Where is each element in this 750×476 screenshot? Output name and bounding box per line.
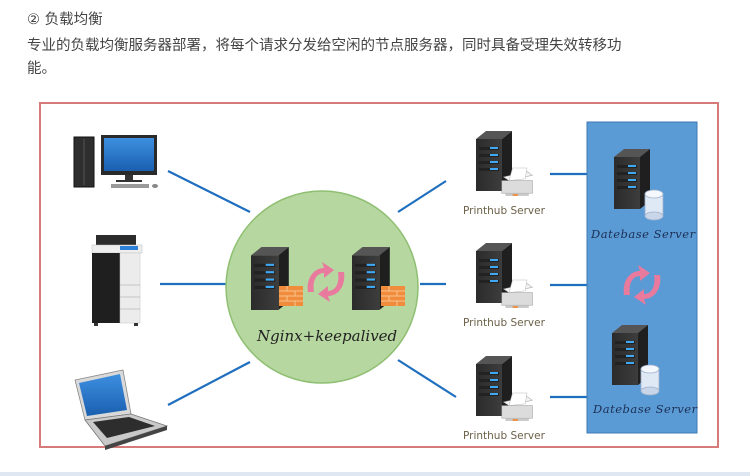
database-panel: Datebase Server Datebase Server <box>586 121 699 434</box>
cluster-circle <box>225 190 419 384</box>
connector-laptop <box>167 361 251 406</box>
diagram-frame <box>39 102 719 448</box>
database-server-label: Datebase Server <box>592 402 699 416</box>
connector-desktop <box>167 170 251 213</box>
printhub-server-2: Printhub Server <box>463 243 546 329</box>
connector-printhub-3 <box>397 359 457 398</box>
connector-lines <box>160 170 587 406</box>
database-server-2: Datebase Server <box>592 325 699 416</box>
printhub-server-3: Printhub Server <box>463 356 546 442</box>
printhub-server-1: Printhub Server <box>463 131 546 217</box>
database-server-1: Datebase Server <box>590 149 697 241</box>
database-icon <box>644 189 664 221</box>
load-balancer-label: Nginx+keepalived <box>256 327 397 345</box>
firewall-icon-1 <box>278 285 304 307</box>
desktop-icon <box>73 135 158 188</box>
load-balancer-cluster: Nginx+keepalived <box>225 190 419 384</box>
firewall-icon-2 <box>380 285 406 307</box>
server-icon <box>614 149 650 209</box>
printer-copier-icon <box>91 235 143 326</box>
bottom-divider <box>0 472 750 476</box>
printhub-server-label: Printhub Server <box>463 430 546 442</box>
database-server-label: Datebase Server <box>590 227 697 241</box>
printhub-server-label: Printhub Server <box>463 205 546 217</box>
connector-printhub-1 <box>397 180 447 213</box>
section-description: 专业的负载均衡服务器部署，将每个请求分发给空闲的节点服务器，同时具备受理失效转移… <box>27 38 622 77</box>
printhub-server-label: Printhub Server <box>463 317 546 329</box>
database-icon <box>640 364 660 396</box>
section-title: ② 负载均衡 <box>27 12 103 28</box>
laptop-icon <box>74 369 169 450</box>
